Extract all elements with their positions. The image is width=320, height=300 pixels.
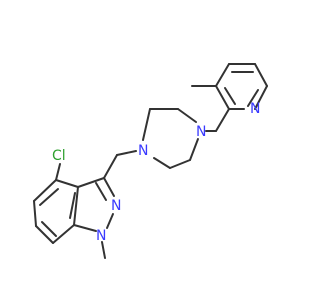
bond xyxy=(73,224,97,232)
pyridine-nitrogen-label: N xyxy=(250,101,260,117)
bond xyxy=(103,154,118,179)
bond xyxy=(247,89,259,107)
bond xyxy=(69,192,76,219)
bond xyxy=(177,108,197,123)
bond xyxy=(215,85,230,110)
bond xyxy=(33,179,57,202)
bond xyxy=(103,177,115,197)
piperazine-right-nitrogen-label: N xyxy=(196,124,206,140)
chlorine-label: Cl xyxy=(52,148,66,164)
atom-label-layer: N N N Cl N N xyxy=(52,101,260,244)
bond xyxy=(142,108,151,141)
bond xyxy=(77,177,105,188)
structure-canvas: N N N Cl N N xyxy=(33,63,268,259)
indazole-n2-label: N xyxy=(111,198,121,214)
bond xyxy=(215,108,230,132)
bond xyxy=(116,150,137,156)
bond xyxy=(189,138,199,161)
bond xyxy=(55,163,61,181)
bond xyxy=(254,85,268,110)
bond xyxy=(254,63,268,87)
bond xyxy=(169,159,191,169)
indazole-n1-label: N xyxy=(96,228,106,244)
bond xyxy=(39,188,59,206)
molecule-diagram: N N N Cl N N xyxy=(33,63,268,259)
piperazine-left-nitrogen-label: N xyxy=(138,143,148,159)
bond xyxy=(55,179,79,188)
bond xyxy=(41,221,57,237)
bond xyxy=(33,200,37,227)
bond-layer xyxy=(33,63,268,259)
bond xyxy=(153,157,171,169)
bond xyxy=(215,63,230,87)
bond xyxy=(35,225,54,244)
bond xyxy=(95,182,107,201)
bond xyxy=(73,186,79,226)
bond xyxy=(106,213,114,229)
bond xyxy=(52,224,75,244)
bond xyxy=(101,241,106,259)
bond xyxy=(224,87,236,105)
